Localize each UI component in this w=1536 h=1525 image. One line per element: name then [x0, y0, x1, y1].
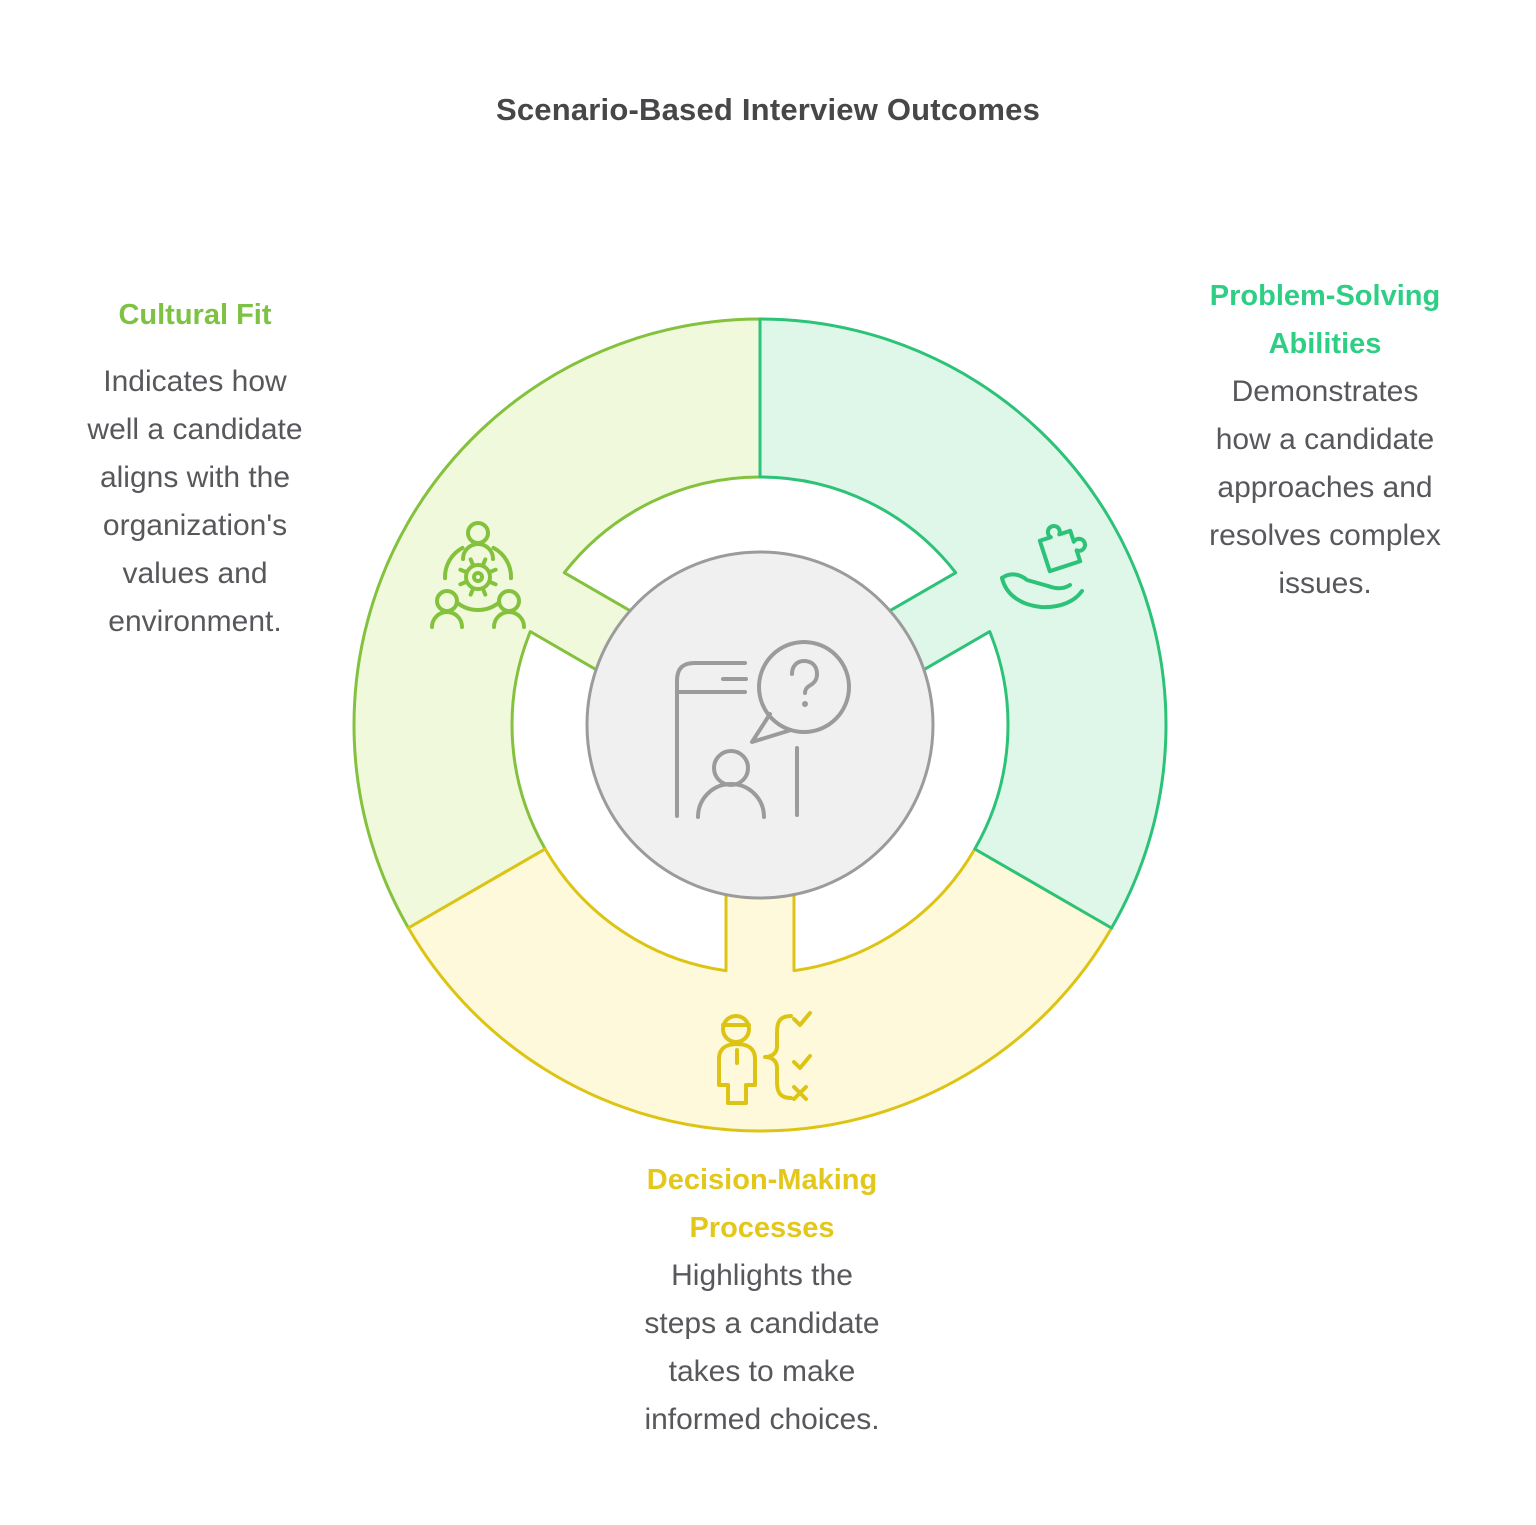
interview-conversation-icon [675, 640, 851, 819]
center-circle [585, 550, 935, 900]
segment-heading-problem-solving: Problem-Solving Abilities [1209, 280, 1441, 360]
page-title: Scenario-Based Interview Outcomes [495, 92, 1041, 127]
segment-description-problem-solving: Demonstrates how a candidate approaches … [1209, 375, 1441, 600]
segment-label-decision-making: Decision-Making Processes Highlights the… [632, 1156, 892, 1444]
segment-label-problem-solving: Problem-Solving Abilities Demonstrates h… [1205, 272, 1445, 608]
segment-description-decision-making: Highlights the steps a candidate takes t… [644, 1259, 880, 1436]
segment-heading-decision-making: Decision-Making Processes [646, 1164, 878, 1244]
segment-problem-solving-abilities [758, 317, 1168, 930]
segment-heading-cultural-fit: Cultural Fit [118, 299, 272, 331]
team-collaboration-gear-icon [430, 521, 526, 629]
segment-label-cultural-fit: Cultural Fit Indicates how well a candid… [80, 291, 310, 646]
hand-holding-puzzle-icon [1000, 524, 1087, 610]
person-decision-checklist-icon [717, 1011, 812, 1105]
segment-description-cultural-fit: Indicates how well a candidate aligns wi… [87, 365, 303, 638]
